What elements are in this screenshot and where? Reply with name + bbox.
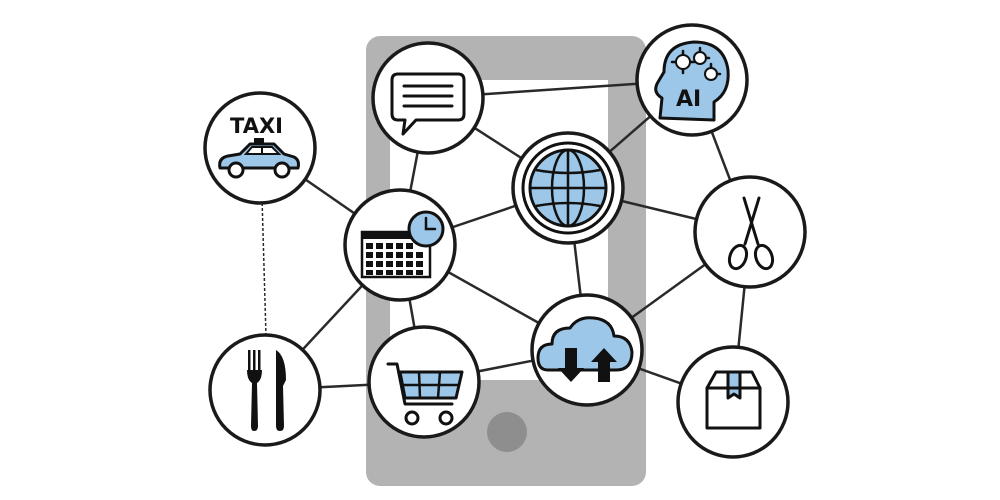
calendar-clock-icon	[360, 210, 445, 279]
shopping-cart-icon	[386, 362, 464, 426]
phone-home-button	[487, 412, 527, 452]
chat-bubble-icon	[390, 72, 466, 136]
cloud-sync-icon	[536, 316, 634, 382]
ai-brain-icon	[654, 40, 730, 122]
link-taxi-cutlery-dashed	[261, 197, 267, 337]
package-box-icon	[705, 370, 762, 430]
node-box	[676, 345, 790, 459]
node-cutlery	[208, 333, 322, 447]
node-calendar	[343, 188, 457, 302]
ai-label: AI	[676, 87, 701, 112]
node-cloud	[530, 293, 644, 407]
node-taxi: TAXI	[203, 91, 317, 205]
taxi-car-icon	[218, 138, 300, 179]
node-scissors	[693, 175, 807, 289]
fork-knife-icon	[247, 350, 286, 431]
taxi-label: TAXI	[230, 114, 283, 138]
scissors-icon	[727, 196, 775, 271]
node-chat	[371, 41, 485, 155]
node-globe	[511, 131, 625, 245]
node-cart	[367, 325, 481, 439]
globe-icon	[521, 141, 615, 235]
node-ai: AI	[635, 23, 749, 137]
